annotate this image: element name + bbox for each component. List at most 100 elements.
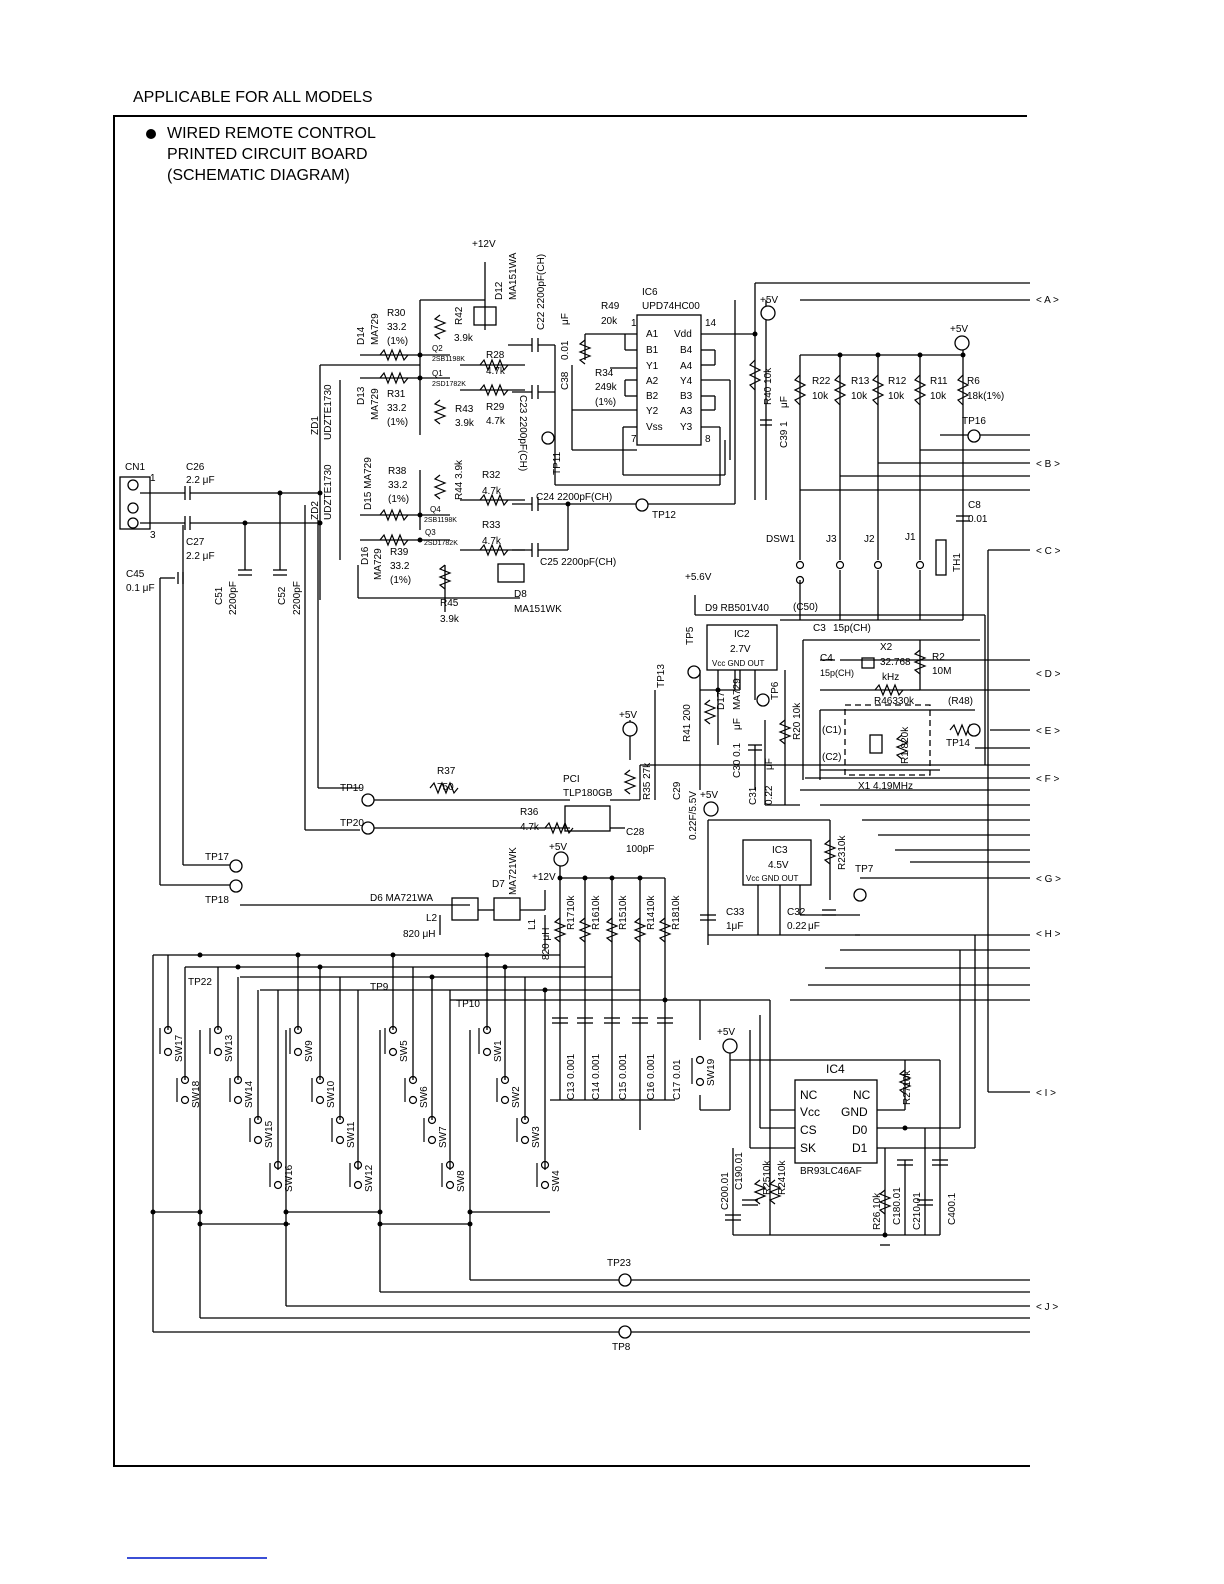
ic6-pin-a3: A3 — [680, 406, 693, 417]
r2-label: R2 — [932, 652, 945, 663]
ic3-label: IC3 — [772, 845, 788, 856]
zd1-label: ZD1 — [310, 416, 321, 435]
ic6-part: UPD74HC00 — [642, 301, 700, 312]
zd2-label: ZD2 — [310, 501, 321, 520]
ic2-label: IC2 — [734, 629, 750, 640]
sw5-label: SW5 — [399, 1040, 410, 1062]
r24-label: R2410k — [777, 1160, 788, 1195]
capacitor-symbols — [552, 1017, 948, 1221]
connector-g: < G > — [1036, 874, 1061, 885]
r22-label: R22 — [812, 376, 831, 387]
c3-label: C3 — [813, 623, 826, 634]
r32-value: 4.7k — [482, 486, 502, 497]
c29-label: C29 — [672, 781, 683, 800]
d16-part: MA729 — [373, 548, 384, 580]
sw12-label: SW12 — [364, 1164, 375, 1192]
switch-symbols — [159, 560, 925, 1190]
c3-value: 15p(CH) — [833, 623, 871, 634]
d17-label: D17 — [716, 691, 727, 710]
d7-label: D7 — [492, 879, 505, 890]
title-line-1: WIRED REMOTE CONTROL — [167, 125, 376, 142]
sw1-label: SW1 — [493, 1040, 504, 1062]
x2-unit: kHz — [882, 672, 899, 683]
ic4-pin-vcc: Vcc — [800, 1105, 820, 1119]
sw14-label: SW14 — [244, 1080, 255, 1108]
c4-value: 15p(CH) — [820, 668, 854, 678]
j2-label: J2 — [864, 534, 875, 545]
tp17-label: TP17 — [205, 852, 229, 863]
r12-label: R12 — [888, 376, 907, 387]
tp18-label: TP18 — [205, 895, 229, 906]
supply-5v-label: +5V — [950, 324, 968, 335]
connector-i: < I > — [1036, 1088, 1056, 1099]
sw15-label: SW15 — [264, 1120, 275, 1148]
supply-5v-label: +5V — [549, 842, 567, 853]
supply-5v-label: +5V — [717, 1027, 735, 1038]
supply-56v-label: +5.6V — [685, 572, 712, 583]
d16-label: D16 — [360, 546, 371, 565]
supply-5v-label: +5V — [700, 790, 718, 801]
x2-value: 32.768 — [880, 657, 911, 668]
connector-e: < E > — [1036, 726, 1060, 737]
tp5-label: TP5 — [685, 626, 696, 645]
ic6-pin-b4: B4 — [680, 345, 693, 356]
q3-part: 2SD1782K — [424, 540, 458, 547]
tp22-label: TP22 — [188, 977, 212, 988]
sw16-label: SW16 — [284, 1164, 295, 1192]
c31-unit: μF — [764, 758, 775, 770]
c24-label: C24 2200pF(CH) — [536, 492, 612, 503]
ic6-pin-b2: B2 — [646, 391, 659, 402]
r39-value: 33.2 — [390, 561, 410, 572]
tp6-label: TP6 — [770, 681, 781, 700]
c33-label: C33 — [726, 907, 745, 918]
c33-value: 1μF — [726, 921, 743, 932]
c38-label: C38 — [560, 371, 571, 390]
pc1-part: TLP180GB — [563, 788, 613, 799]
d15-label: D15 MA729 — [363, 457, 374, 510]
tp23-label: TP23 — [607, 1258, 631, 1269]
connector-j: < J > — [1036, 1302, 1058, 1313]
c51-label: C51 — [214, 586, 225, 605]
sw8-label: SW8 — [456, 1170, 467, 1192]
l2-value: 820 μH — [403, 929, 435, 940]
ic2-pins: Vcc GND OUT — [712, 659, 765, 668]
c28-label: C28 — [626, 827, 645, 838]
c40-label: C400.1 — [947, 1192, 958, 1225]
c50-label: (C50) — [793, 602, 818, 613]
footer-link-underline[interactable] — [127, 1557, 267, 1559]
r15-label: R1510k — [618, 895, 629, 930]
ic3-value: 4.5V — [768, 860, 789, 871]
l1-value: 820 μH — [541, 928, 552, 960]
r38-label: R38 — [388, 466, 407, 477]
sw6-label: SW6 — [419, 1086, 430, 1108]
tp19-label: TP19 — [340, 783, 364, 794]
r34-label: R34 — [595, 368, 614, 379]
r31-value: 33.2 — [387, 403, 407, 414]
d9-label: D9 RB501V40 — [705, 603, 769, 614]
r36-value: 4.7k — [520, 822, 540, 833]
d8-label: D8 — [514, 589, 527, 600]
d7-part: MA721WK — [508, 847, 519, 895]
r49-value: 20k — [601, 316, 618, 327]
th1-label: TH1 — [952, 553, 963, 572]
c1-label: (C1) — [822, 725, 841, 736]
r18-label: R1810k — [671, 895, 682, 930]
q1-part: 2SD1782K — [432, 381, 466, 388]
ic6-label: IC6 — [642, 287, 658, 298]
r31-label: R31 — [387, 389, 406, 400]
d14-label: D14 — [356, 326, 367, 345]
sw2-label: SW2 — [511, 1086, 522, 1108]
connector-c: < C > — [1036, 546, 1061, 557]
c51-value: 2200pF — [228, 581, 239, 615]
ic6-pin-b1: B1 — [646, 345, 659, 356]
ic6-pin-vss: Vss — [646, 422, 663, 433]
ic4-pin-sk: SK — [800, 1141, 816, 1155]
r48-label: (R48) — [948, 696, 973, 707]
dsw1-label: DSW1 — [766, 534, 795, 545]
ic6-pin8-num: 8 — [705, 434, 711, 445]
r43-label: R43 — [455, 404, 474, 415]
c8-label: C8 — [968, 500, 981, 511]
r49-label: R49 — [601, 301, 620, 312]
q3-label: Q3 — [425, 528, 436, 537]
r1-label: R1 820k — [900, 726, 911, 764]
